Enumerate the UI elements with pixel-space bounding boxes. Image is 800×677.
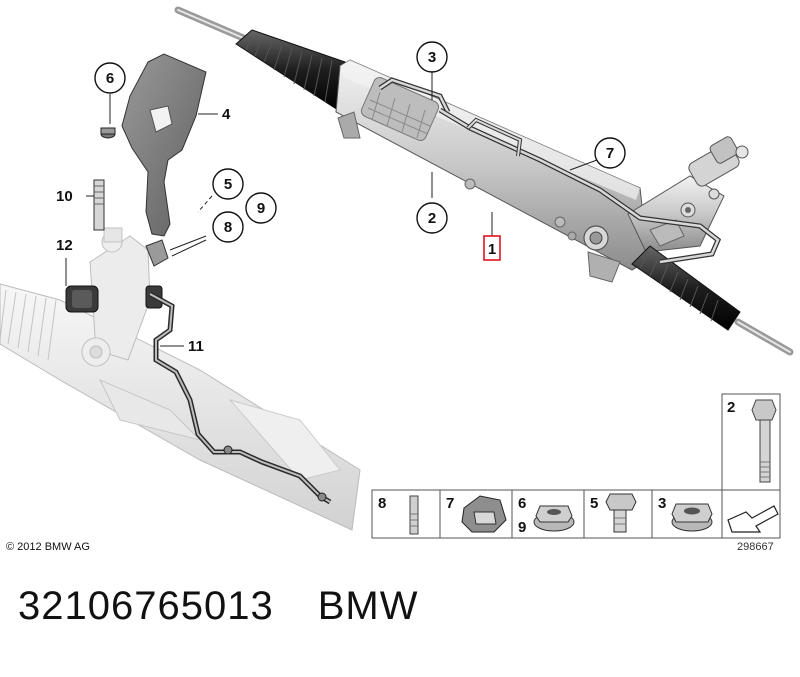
legend-item-8: 8 [378, 495, 419, 535]
legend-item-7: 7 [446, 495, 507, 533]
svg-text:2: 2 [428, 210, 436, 227]
legend-strip: 8 7 6 9 5 3 [371, 489, 781, 539]
direction-arrow-icon [727, 505, 779, 533]
boot-right [631, 245, 741, 331]
svg-text:3: 3 [428, 49, 436, 66]
svg-text:5: 5 [590, 495, 598, 512]
brand-name: BMW [317, 584, 419, 628]
heat-shield [121, 53, 207, 267]
callout-8[interactable]: 8 [212, 211, 244, 243]
legend-item-3: 3 [658, 495, 713, 532]
svg-text:1: 1 [488, 241, 496, 258]
legend-bolt-2: 2 [721, 393, 781, 491]
fastener-lines [169, 195, 213, 257]
svg-text:2: 2 [727, 399, 735, 416]
part-caption: 32106765013 BMW [18, 584, 462, 629]
callout-5[interactable]: 5 [212, 168, 244, 200]
callout-1-highlighted[interactable]: 1 [483, 235, 501, 261]
svg-text:7: 7 [446, 495, 454, 512]
svg-text:8: 8 [378, 495, 386, 512]
svg-text:10: 10 [56, 188, 73, 205]
callout-2[interactable]: 2 [416, 202, 448, 234]
boot-left [235, 29, 346, 111]
stud-10 [93, 179, 105, 231]
copyright-text: © 2012 BMW AG [6, 541, 90, 553]
svg-text:8: 8 [224, 219, 232, 236]
valve-body [627, 136, 749, 253]
callout-4[interactable]: 4 [222, 106, 231, 123]
hydraulic-lines [378, 77, 722, 265]
rack-housing [335, 59, 649, 283]
callout-10[interactable]: 10 [56, 188, 73, 205]
svg-text:9: 9 [257, 200, 265, 217]
svg-text:6: 6 [106, 70, 114, 87]
legend-item-6-9: 6 9 [518, 495, 575, 536]
diagram-number: 298667 [737, 541, 774, 553]
steering-rack-assembly [174, 6, 794, 356]
svg-text:11: 11 [188, 338, 204, 355]
callout-7[interactable]: 7 [594, 137, 626, 169]
part-number: 32106765013 [18, 584, 274, 628]
nut-6 [100, 127, 116, 139]
svg-text:3: 3 [658, 495, 666, 512]
svg-text:4: 4 [222, 106, 231, 123]
callout-6[interactable]: 6 [94, 62, 126, 94]
callout-11[interactable]: 11 [188, 338, 204, 355]
callout-9[interactable]: 9 [245, 192, 277, 224]
hydraulic-line-11 [148, 291, 332, 505]
svg-text:12: 12 [56, 237, 73, 254]
callout-12[interactable]: 12 [56, 237, 73, 254]
svg-text:9: 9 [518, 519, 526, 536]
callout-3[interactable]: 3 [416, 41, 448, 73]
solenoid-valve [65, 285, 163, 313]
svg-text:7: 7 [606, 145, 614, 162]
ghost-rack-assembly [0, 227, 361, 531]
leader-lines [65, 72, 598, 347]
svg-text:6: 6 [518, 495, 526, 512]
legend-item-5: 5 [590, 493, 637, 533]
svg-text:5: 5 [224, 176, 232, 193]
